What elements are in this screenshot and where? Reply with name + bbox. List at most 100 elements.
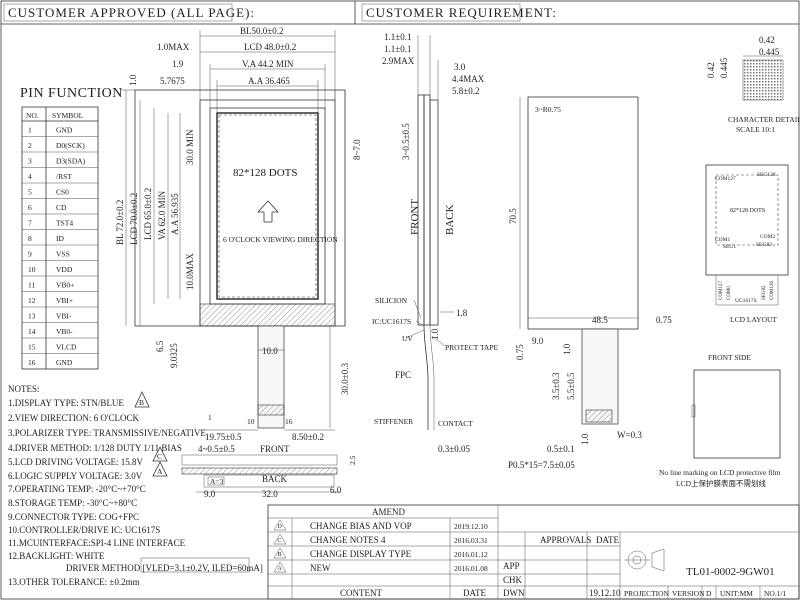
layout-seg1: SEG1: [723, 244, 736, 250]
dim-2-9max: 2.9MAX: [382, 56, 415, 66]
dim-1-0-back: 1.0: [562, 343, 572, 355]
dim-w-0-3: W=0.3: [617, 430, 642, 440]
dim-va-width: V.A 44.2 MIN: [242, 59, 294, 69]
svg-text:B: B: [139, 398, 144, 407]
pin-symbol: GND: [56, 358, 73, 367]
note-item: 2.VIEW DIRECTION: 6 O'CLOCK: [8, 413, 139, 423]
fpc-label: FPC: [395, 370, 411, 380]
pin-no: 16: [28, 358, 36, 367]
front-strip: [181, 454, 338, 466]
amend-rev: B: [278, 552, 282, 558]
front-side: FRONT SIDE No line marking on LCD protec…: [659, 353, 781, 488]
char-details-title: CHARACTER DETAILS: [728, 115, 800, 124]
dim-48-5: 48.5: [592, 315, 608, 325]
dim-0-42a: 0.42: [759, 35, 775, 45]
pin-symbol: TST4: [56, 219, 73, 228]
layout-com1: COM1: [715, 237, 731, 243]
dim-3-0-5: 3~0.5±0.5: [401, 123, 411, 160]
note-item: 11.MCUINTERFACE:SPI-4 LINE INTERFACE: [8, 538, 186, 548]
pin-no: 13: [28, 312, 36, 321]
approvals-header: APPROVALS: [540, 535, 591, 545]
lcd-layout-title: LCD LAYOUT: [730, 315, 777, 324]
back-marker: [207, 476, 225, 486]
pin-no: 11: [28, 281, 35, 290]
layout-com2: COM2: [760, 234, 776, 240]
lcd-glass-outline: [199, 99, 336, 327]
front-side-note-cn: LCD上保护膜表面不需划线: [676, 478, 766, 488]
svg-text:C: C: [157, 452, 162, 461]
pin-no: 15: [28, 343, 36, 352]
pin-1-mark: 1: [208, 413, 212, 422]
lcd-layout: COM127 SEG128 82*128 DOTS COM1 SEG1 COM2…: [705, 164, 789, 324]
pin-symbol: VLCD: [56, 343, 77, 352]
note-item: 4.DRIVER METHOD: 1/128 DUTY 1/11 BIAS: [8, 443, 182, 453]
note-item: 12.BACKLIGHT: WHITE: [8, 551, 105, 561]
amend-date: 2016.01.12: [454, 550, 488, 559]
pin-symbol: VSS: [56, 250, 70, 259]
pin-no: 14: [28, 327, 36, 336]
dim-1-0-back-b: 1.0: [580, 433, 590, 445]
back-view: 3~R0.75 70.5 48.5 0.75 0.75 9.0 1.0 3.5±…: [508, 96, 672, 470]
dim-0-42b: 0.42: [706, 62, 716, 78]
layout-com0: COM0: [727, 286, 732, 300]
char-details-scale: SCALE 10:1: [736, 125, 775, 134]
dim-pitch: P0.5*15=7.5±0.05: [508, 460, 575, 470]
pin-symbol: VBI+: [56, 296, 73, 305]
protect-tape-label: PROTECT TAPE: [445, 343, 499, 352]
dim-1-0max: 1.0MAX: [157, 42, 190, 52]
layout-com126: COM126: [770, 281, 775, 300]
rev-mark-c: C: [152, 446, 168, 462]
dim-0-445b: 0.445: [719, 57, 729, 78]
back-label: BACK: [262, 474, 288, 484]
stiffener-label: STIFFENER: [374, 417, 413, 426]
viewing-direction-label: 6 O'CLOCK VIEWING DIRECTION: [223, 235, 338, 244]
dim-9-0b: 9.0: [204, 489, 216, 499]
driver-method-box: [140, 557, 250, 573]
dim-3-5: 3.5±0.3: [551, 372, 561, 400]
approvals-date-header: DATE: [596, 535, 619, 545]
amend-date: 2019.12.10: [454, 522, 488, 531]
layout-dots: 82*128 DOTS: [730, 208, 765, 214]
fpc-strip: [181, 467, 338, 475]
front-side-note-en: No line marking on LCD protective film: [659, 468, 781, 477]
app-label: APP: [503, 561, 520, 571]
note-item: 8.STORAGE TEMP: -30°C~+80°C: [8, 498, 137, 508]
dim-9-0-back: 9.0: [532, 336, 544, 346]
amend-desc: CHANGE DISPLAY TYPE: [310, 549, 412, 559]
dim-6-5: 6.5: [155, 340, 165, 352]
side-view: 1.1±0.1 1.1±0.1 2.9MAX 3.0 4.4MAX 5.8±0.…: [372, 32, 499, 454]
dim-1-1b: 1.1±0.1: [384, 44, 411, 54]
amend-desc: CHANGE BIAS AND VOP: [310, 521, 412, 531]
version-label: VERSION: [672, 589, 705, 598]
note-item: 6.LOGIC SUPPLY VOLTAGE: 3.0V: [8, 471, 143, 481]
front-side-title: FRONT SIDE: [708, 353, 751, 362]
amend-rev: C: [278, 538, 282, 544]
rev-mark-a: A: [152, 461, 168, 477]
side-bl: [429, 99, 439, 326]
front-side-rect: [693, 369, 781, 459]
a-mark: A=3: [210, 477, 224, 486]
back-strip: [203, 474, 335, 488]
dim-0-5: 0.5±0.1: [547, 444, 574, 454]
dim-1-0-top: 1.0: [128, 74, 138, 86]
active-area: [216, 112, 319, 300]
amend-desc: NEW: [310, 563, 331, 573]
side-glass-2: [423, 94, 431, 326]
amend-row: B CHANGE DISPLAY TYPE 2016.01.12: [273, 547, 488, 559]
dim-8-7: 8~7.0: [352, 139, 362, 160]
layout-com127b: COM127: [719, 281, 724, 300]
dim-32-0: 32.0: [262, 489, 278, 499]
pin-symbol: ID: [56, 234, 64, 243]
dim-aa-height: A.A 56.935: [170, 193, 180, 235]
amend-desc: CHANGE NOTES 4: [310, 535, 386, 545]
dim-lcd-height: LCD 70.0±0.2: [129, 193, 139, 245]
pin-no: 10: [28, 265, 36, 274]
pin-no: 1: [28, 126, 32, 135]
fpc-contacts: [257, 404, 285, 416]
pin-no: 3: [28, 157, 32, 166]
pin-symbol: VB0+: [56, 281, 74, 290]
